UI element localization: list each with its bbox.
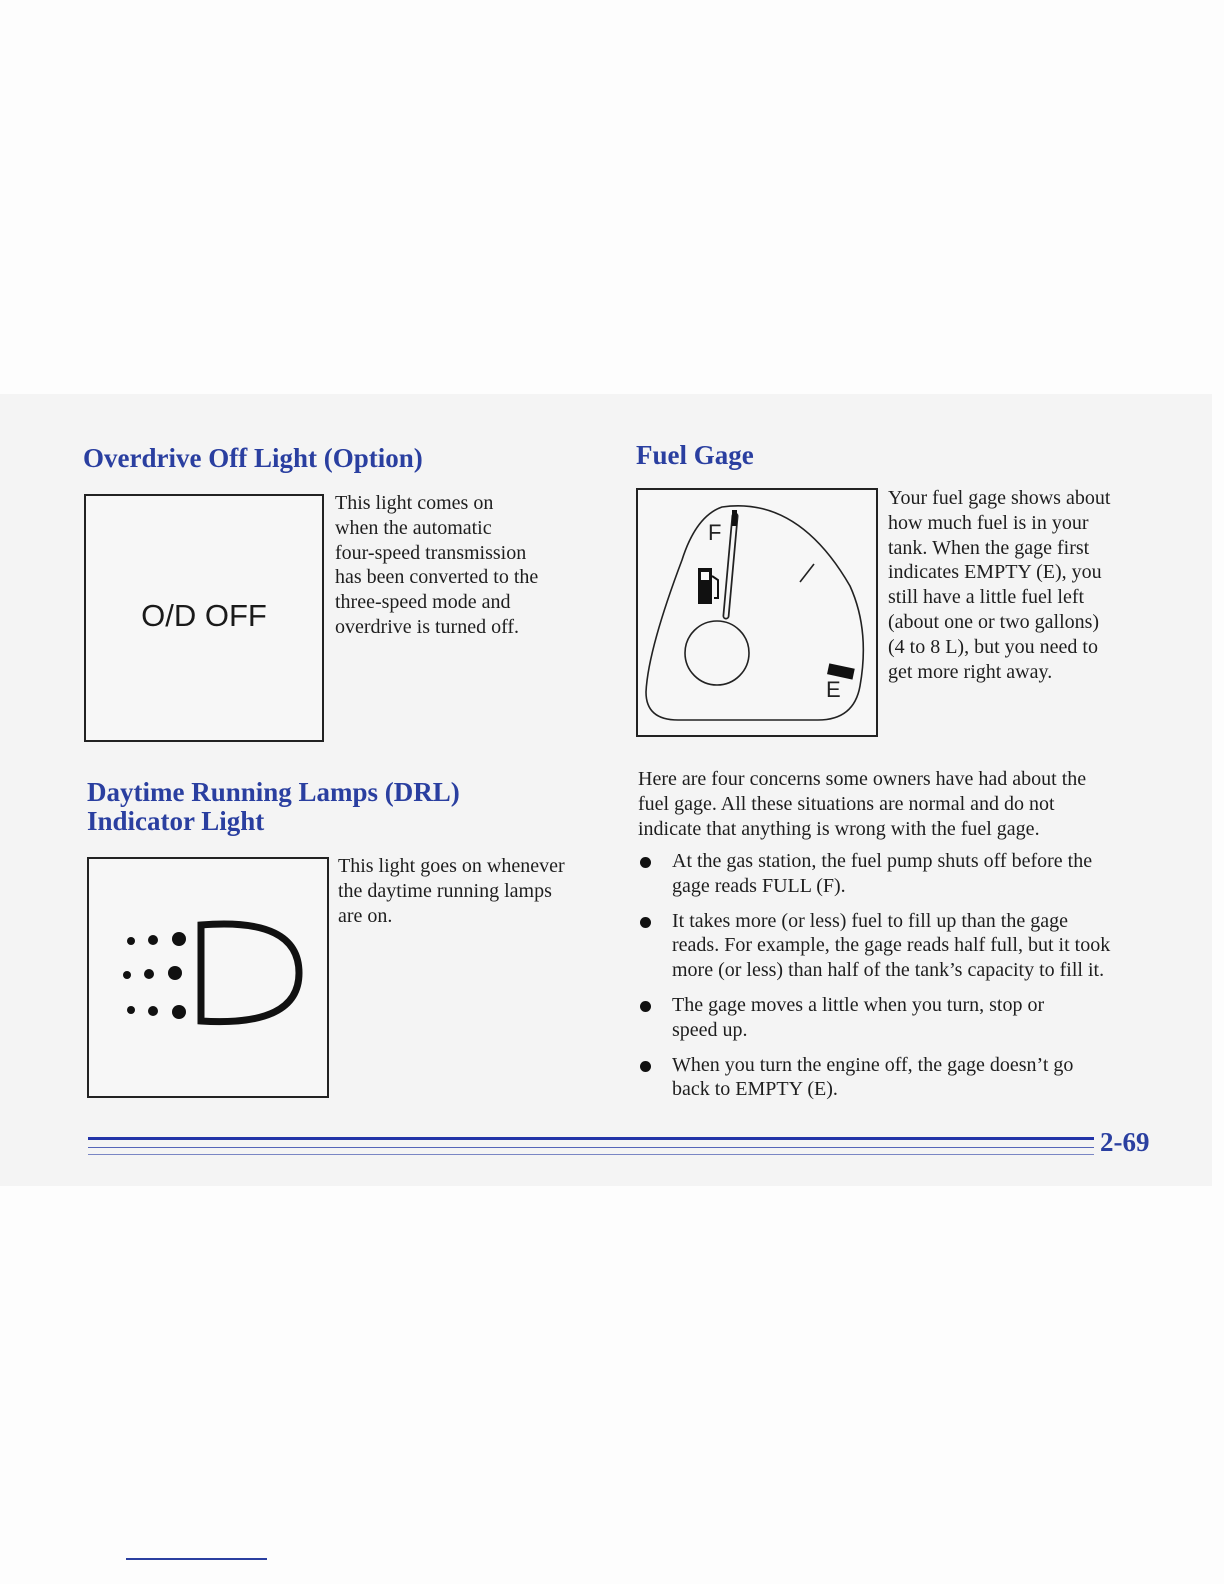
fuel-gage-description: Your fuel gage shows about how much fuel… — [888, 486, 1110, 684]
text-line: has been converted to the — [335, 566, 539, 589]
gauge-empty-label: E — [826, 677, 841, 702]
text-line: At the gas station, the fuel pump shuts … — [672, 850, 1093, 872]
text-line: (about one or two gallons) — [888, 610, 1100, 633]
fuel-concerns-list: At the gas station, the fuel pump shuts … — [638, 849, 1110, 1102]
text-line: It takes more (or less) fuel to fill up … — [672, 909, 1068, 932]
overdrive-heading: Overdrive Off Light (Option) — [83, 443, 423, 473]
page-number: 2-69 — [1100, 1127, 1150, 1157]
fuel-gage-dial-icon: F E — [645, 505, 865, 721]
text-line: This light goes on whenever — [338, 855, 565, 877]
text-line: are on. — [338, 904, 393, 927]
od-off-label: O/D OFF — [141, 598, 267, 633]
drl-heading-line: Indicator Light — [87, 806, 265, 836]
gauge-full-label: F — [708, 520, 721, 545]
text-line: speed up. — [672, 1018, 748, 1041]
text-line: Your fuel gage shows about — [888, 487, 1111, 509]
drl-description: This light goes on whenever the daytime … — [338, 854, 565, 928]
text-line: indicate that anything is wrong with the… — [638, 817, 1040, 840]
bullet-icon — [640, 1060, 651, 1072]
drl-heading: Daytime Running Lamps (DRL) Indicator Li… — [87, 778, 460, 836]
bottom-rule — [126, 1558, 267, 1560]
text-line: reads. For example, the gage reads half … — [672, 934, 1111, 957]
text-line: three-speed mode and — [335, 591, 511, 614]
text-line: overdrive is turned off. — [335, 615, 520, 638]
list-item: The gage moves a little when you turn, s… — [638, 993, 1110, 1043]
text-line: how much fuel is in your — [888, 511, 1089, 534]
footer-rule — [88, 1137, 1094, 1140]
drl-heading-line: Daytime Running Lamps (DRL) — [87, 777, 460, 807]
bullet-icon — [640, 857, 651, 868]
text-line: back to EMPTY (E). — [672, 1078, 838, 1101]
drl-indicator-figure — [87, 857, 329, 1098]
text-line: four-speed transmission — [335, 541, 527, 564]
text-line: more (or less) than half of the tank’s c… — [672, 959, 1105, 982]
fuel-gage-heading: Fuel Gage — [636, 440, 754, 470]
bullet-icon — [640, 916, 651, 928]
text-line: When you turn the engine off, the gage d… — [672, 1053, 1074, 1076]
text-line: still have a little fuel left — [888, 586, 1085, 609]
text-line: This light comes on — [335, 492, 494, 514]
text-line: Here are four concerns some owners have … — [638, 768, 1087, 790]
fuel-pump-icon — [698, 568, 719, 604]
text-line: the daytime running lamps — [338, 879, 552, 902]
text-line: indicates EMPTY (E), you — [888, 561, 1102, 584]
footer-rule — [88, 1147, 1094, 1148]
list-item: It takes more (or less) fuel to fill up … — [638, 909, 1110, 983]
text-line: tank. When the gage first — [888, 536, 1090, 559]
text-line: The gage moves a little when you turn, s… — [672, 993, 1045, 1016]
od-off-indicator-figure: O/D OFF — [84, 494, 324, 742]
fuel-concerns-intro: Here are four concerns some owners have … — [638, 767, 1086, 841]
text-line: get more right away. — [888, 660, 1053, 683]
text-line: (4 to 8 L), but you need to — [888, 635, 1098, 658]
text-line: fuel gage. All these situations are norm… — [638, 792, 1055, 815]
footer-rule — [88, 1154, 1094, 1155]
text-line: gage reads FULL (F). — [672, 874, 846, 897]
overdrive-description: This light comes on when the automatic f… — [335, 491, 538, 640]
bullet-icon — [640, 1000, 651, 1012]
fuel-gage-figure: F E — [636, 488, 878, 737]
list-item: When you turn the engine off, the gage d… — [638, 1053, 1110, 1103]
drl-lamp-icon — [123, 920, 303, 1026]
list-item: At the gas station, the fuel pump shuts … — [638, 849, 1110, 899]
text-line: when the automatic — [335, 516, 492, 539]
